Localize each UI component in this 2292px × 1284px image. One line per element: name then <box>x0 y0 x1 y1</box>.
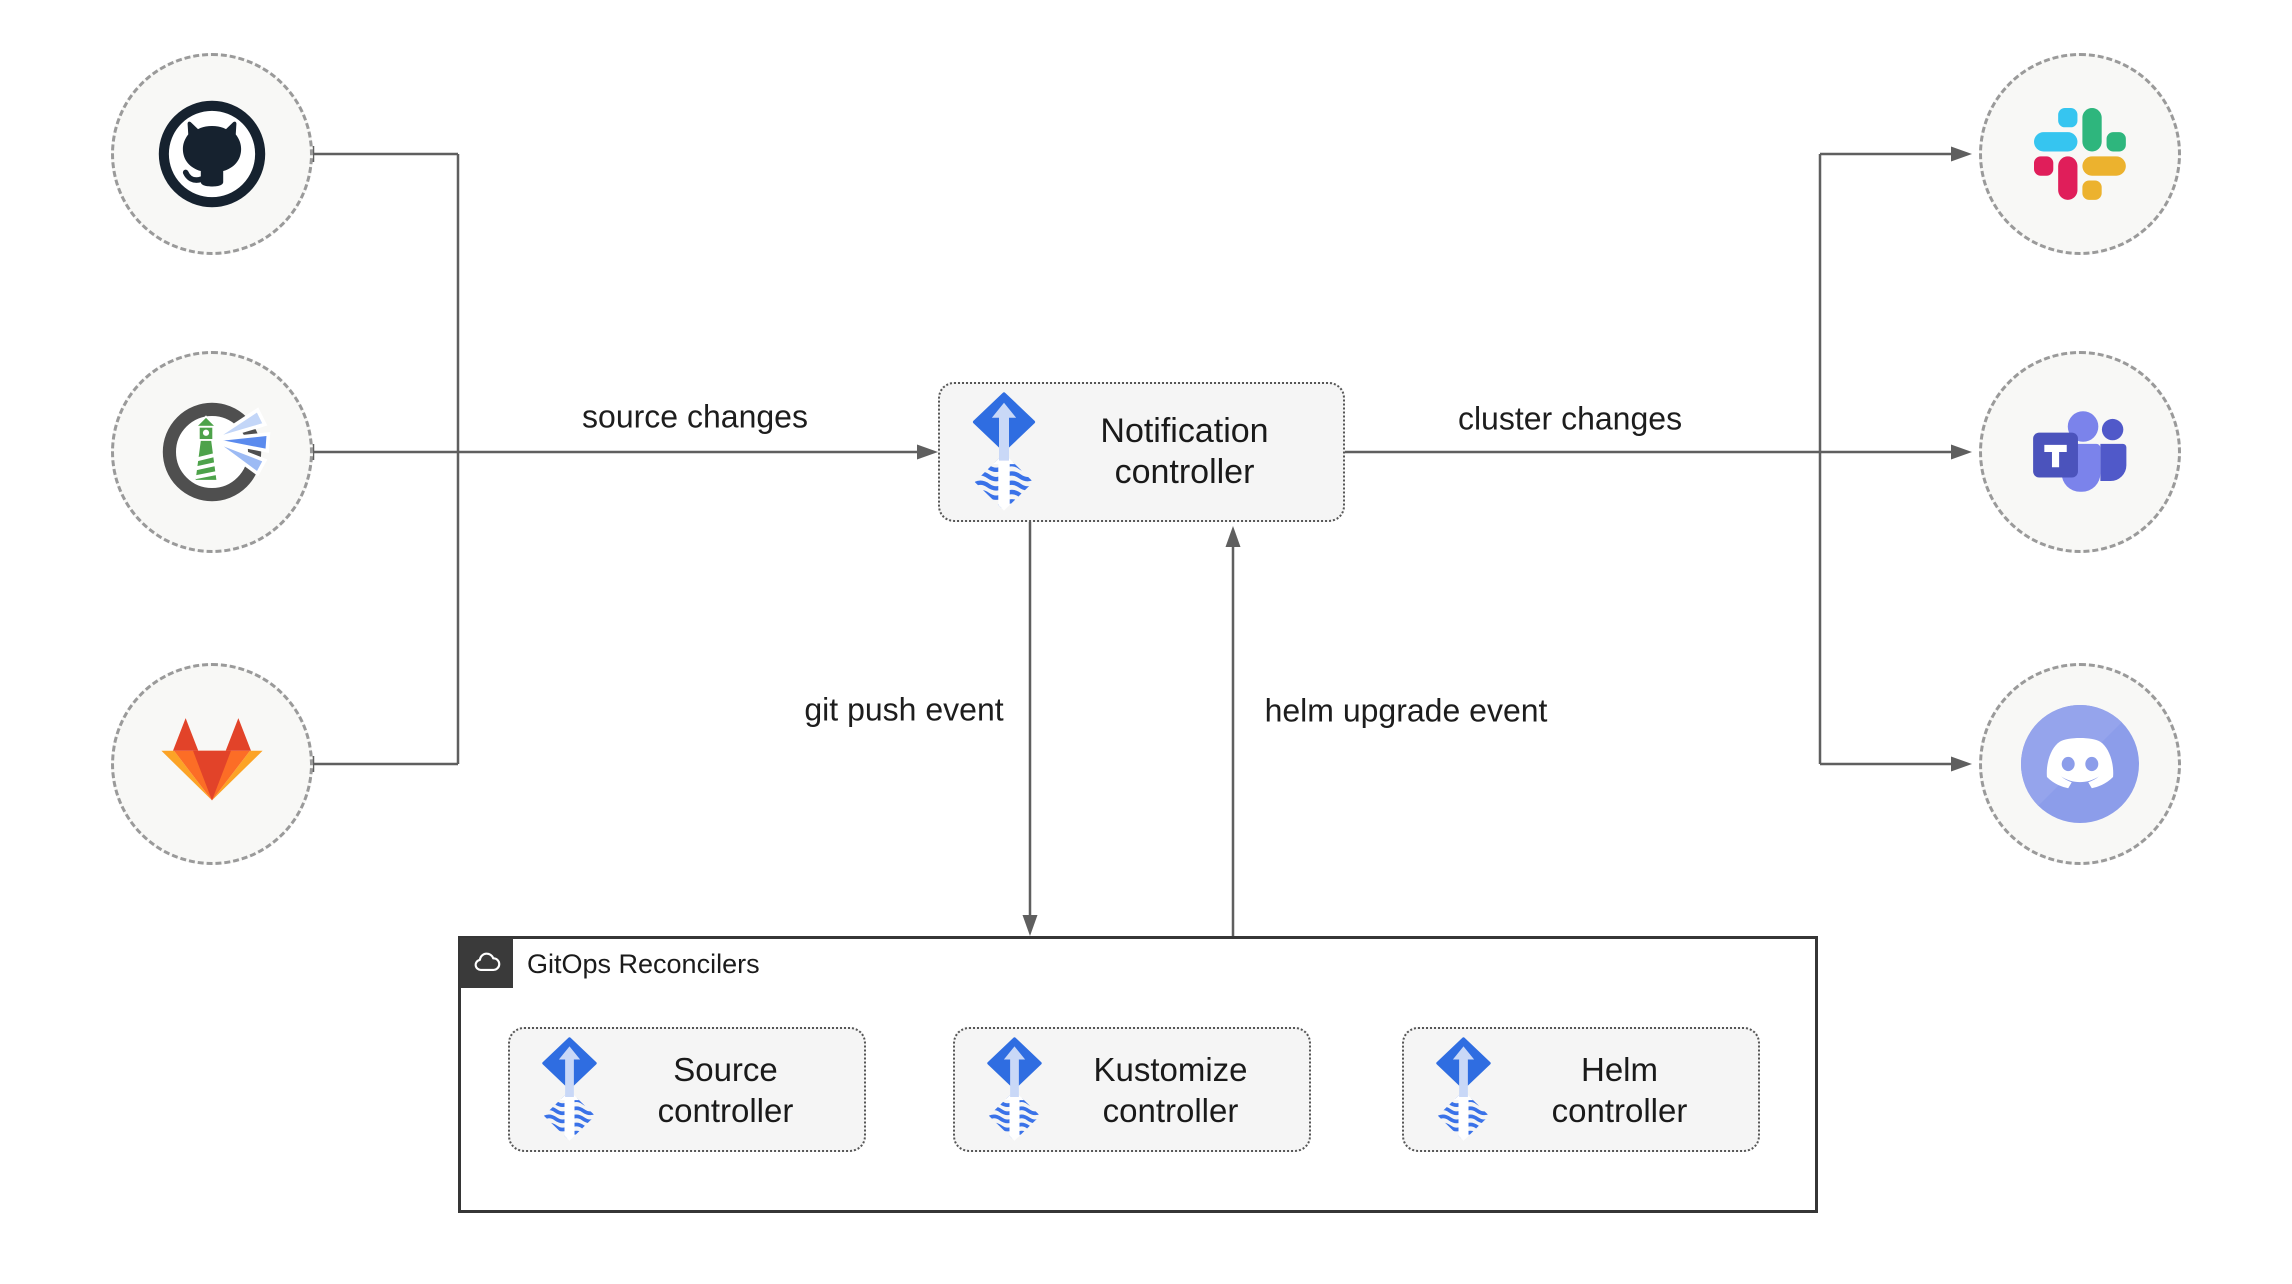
node-gitlab <box>111 663 313 865</box>
group-title: GitOps Reconcilers <box>527 949 760 979</box>
flux-icon <box>968 392 1040 512</box>
node-harbor <box>111 351 313 553</box>
kustomize-controller-label: Kustomize controller <box>1093 1050 1248 1129</box>
flux-icon <box>1432 1037 1495 1142</box>
edge-label-helm-upgrade-event: helm upgrade event <box>1260 692 1552 730</box>
node-slack <box>1979 53 2181 255</box>
cloud-icon <box>470 948 504 978</box>
harbor-icon <box>152 392 272 512</box>
microsoft-teams-icon <box>2027 404 2133 500</box>
group-badge <box>460 938 513 988</box>
notification-controller-label: Notification controller <box>1100 412 1269 491</box>
flux-icon <box>983 1037 1046 1142</box>
node-discord <box>1979 663 2181 865</box>
source-controller-label: Source controller <box>657 1050 794 1129</box>
flux-icon <box>538 1037 601 1142</box>
node-notification-controller: Notification controller <box>938 382 1345 522</box>
edge-label-source-changes: source changes <box>578 398 812 436</box>
node-source-controller: Source controller <box>508 1027 866 1152</box>
edge-label-git-push-event: git push event <box>800 691 1008 729</box>
discord-icon <box>2021 705 2139 823</box>
gitlab-icon <box>159 716 265 813</box>
node-helm-controller: Helm controller <box>1402 1027 1760 1152</box>
slack-icon <box>2034 108 2126 200</box>
node-github <box>111 53 313 255</box>
edge-label-cluster-changes: cluster changes <box>1453 400 1687 438</box>
node-kustomize-controller: Kustomize controller <box>953 1027 1311 1152</box>
node-teams <box>1979 351 2181 553</box>
github-icon <box>156 98 268 210</box>
helm-controller-label: Helm controller <box>1551 1050 1688 1129</box>
